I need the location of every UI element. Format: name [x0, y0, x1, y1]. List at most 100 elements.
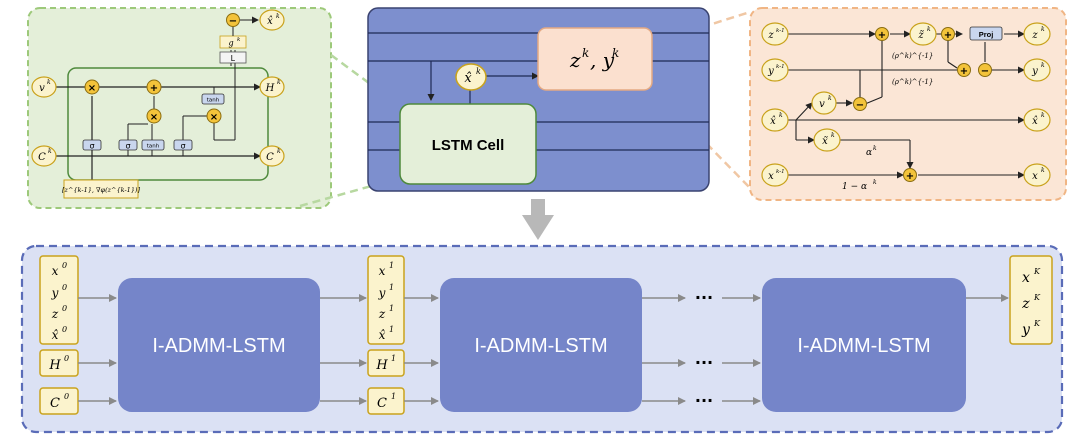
svg-text:×: ×	[210, 112, 218, 123]
svg-text:σ: σ	[180, 142, 185, 151]
svg-text:k: k	[831, 132, 835, 139]
svg-text:0: 0	[62, 325, 67, 334]
svg-text:k: k	[873, 179, 877, 186]
lstm-inner-box	[67, 67, 269, 181]
svg-text:k: k	[476, 67, 481, 76]
svg-text:C: C	[377, 396, 387, 411]
admm-detail-panel: + + + − − + Proj (ρ^k)^{-1} (ρ^k)^{-1} α…	[749, 7, 1067, 201]
svg-text:α: α	[866, 148, 872, 158]
svg-text:x̂: x̂	[464, 71, 472, 86]
stage0-state-box: x 0 y 0 z 0 x̂ 0	[39, 255, 79, 345]
final-output-box: x K z K y K	[1009, 255, 1053, 345]
svg-text:I-ADMM-LSTM: I-ADMM-LSTM	[152, 335, 285, 357]
multiply-op-1: ×	[84, 79, 100, 95]
svg-text:v: v	[819, 99, 825, 110]
admm-y-out-node: yk	[1023, 58, 1051, 82]
admm-lstm-block-3: I-ADMM-LSTM	[762, 278, 966, 412]
connector-green-bottom	[299, 176, 401, 208]
pipeline-panel: x 0 y 0 z 0 x̂ 0 H 0 C 0 I-ADMM-LSTM	[20, 244, 1064, 434]
stage1-h-box: H 1	[367, 349, 405, 377]
svg-text:z: z	[1021, 296, 1030, 312]
svg-text:[z^{k-1}, ∇φ(z^{k-1})]: [z^{k-1}, ∇φ(z^{k-1})]	[62, 186, 140, 194]
stage0-h-box: H 0	[39, 349, 79, 377]
svg-text:z: z	[569, 48, 581, 72]
minus-op-lstm: −	[226, 13, 240, 27]
admm-add-op-4: +	[903, 168, 917, 182]
admm-xhat-out-node: x̂k	[1023, 108, 1051, 132]
sigma-gate-2: σ	[118, 139, 138, 151]
svg-text:x: x	[379, 264, 386, 278]
svg-text:k-1: k-1	[776, 64, 785, 70]
svg-text:0: 0	[62, 304, 67, 313]
svg-text:Proj: Proj	[979, 30, 994, 39]
svg-text:, y: , y	[590, 48, 615, 72]
svg-text:L: L	[231, 54, 236, 63]
svg-text:z: z	[1031, 30, 1038, 41]
svg-text:−: −	[856, 100, 864, 111]
svg-text:k: k	[927, 26, 931, 33]
svg-text:+: +	[944, 30, 952, 41]
svg-text:−: −	[981, 66, 989, 77]
lstm-output-xhat-node: x̂ k	[259, 9, 285, 31]
admm-minus-op-2: −	[853, 97, 867, 111]
multiply-op-3: ×	[206, 108, 222, 124]
svg-text:C: C	[38, 152, 46, 163]
svg-text:I-ADMM-LSTM: I-ADMM-LSTM	[797, 335, 930, 357]
svg-text:y: y	[1021, 322, 1031, 338]
svg-text:+: +	[906, 171, 914, 182]
alpha-label: α k	[866, 145, 877, 158]
svg-text:σ: σ	[125, 142, 130, 151]
svg-text:+: +	[878, 30, 886, 41]
svg-text:×: ×	[88, 83, 96, 94]
svg-text:K: K	[1033, 267, 1041, 276]
svg-text:k: k	[873, 145, 877, 152]
svg-text:k: k	[612, 46, 619, 60]
admm-add-op-3: +	[957, 63, 971, 77]
down-arrow-icon	[522, 199, 554, 240]
rho-label-1: (ρ^k)^{-1}	[892, 52, 933, 60]
svg-text:x: x	[768, 171, 774, 182]
lstm-detail-panel: σ σ tanh σ tanh × + ×	[27, 7, 332, 209]
svg-text:k: k	[1041, 112, 1045, 119]
svg-text:k: k	[277, 79, 281, 86]
svg-text:tanh: tanh	[147, 144, 160, 150]
svg-text:k-1: k-1	[776, 28, 785, 34]
svg-text:−: −	[229, 16, 237, 27]
svg-text:x̂: x̂	[1032, 116, 1038, 127]
svg-text:k: k	[237, 37, 241, 43]
stage0-c-box: C 0	[39, 387, 79, 415]
svg-text:H: H	[375, 358, 388, 373]
svg-text:0: 0	[62, 283, 67, 292]
add-op-1: +	[146, 79, 162, 95]
svg-text:I-ADMM-LSTM: I-ADMM-LSTM	[474, 335, 607, 357]
svg-text:k: k	[779, 112, 783, 119]
svg-text:+: +	[150, 83, 158, 94]
svg-text:z: z	[378, 307, 386, 321]
svg-text:C: C	[266, 152, 274, 163]
svg-text:y: y	[51, 286, 59, 300]
svg-text:tanh: tanh	[207, 98, 220, 104]
center-panel: z k , y k x̂ k LSTM Cell	[367, 7, 710, 192]
multiply-op-2: ×	[146, 108, 162, 124]
svg-text:k: k	[828, 95, 832, 102]
tanh-gate-1: tanh	[141, 139, 165, 151]
lstm-input-v-node: v k	[31, 76, 57, 98]
lstm-input-c-node: C k	[31, 145, 57, 167]
center-lstm-cell: LSTM Cell	[399, 103, 537, 185]
lstm-output-c-node: C k	[259, 145, 285, 167]
admm-xtilde-node: x̃k	[813, 128, 841, 152]
proj-box: Proj	[969, 26, 1003, 41]
svg-text:0: 0	[64, 392, 69, 401]
svg-text:x̃: x̃	[822, 136, 828, 147]
svg-text:···: ···	[695, 353, 713, 372]
center-xhat-node: x̂ k	[455, 63, 487, 91]
svg-text:k: k	[1041, 26, 1045, 33]
svg-text:x: x	[52, 264, 59, 278]
svg-text:0: 0	[64, 354, 69, 363]
svg-text:K: K	[1033, 319, 1041, 328]
sigma-gate-3: σ	[173, 139, 193, 151]
admm-x-out-node: xk	[1023, 163, 1051, 187]
svg-text:k: k	[47, 79, 51, 86]
svg-text:H: H	[48, 358, 61, 373]
